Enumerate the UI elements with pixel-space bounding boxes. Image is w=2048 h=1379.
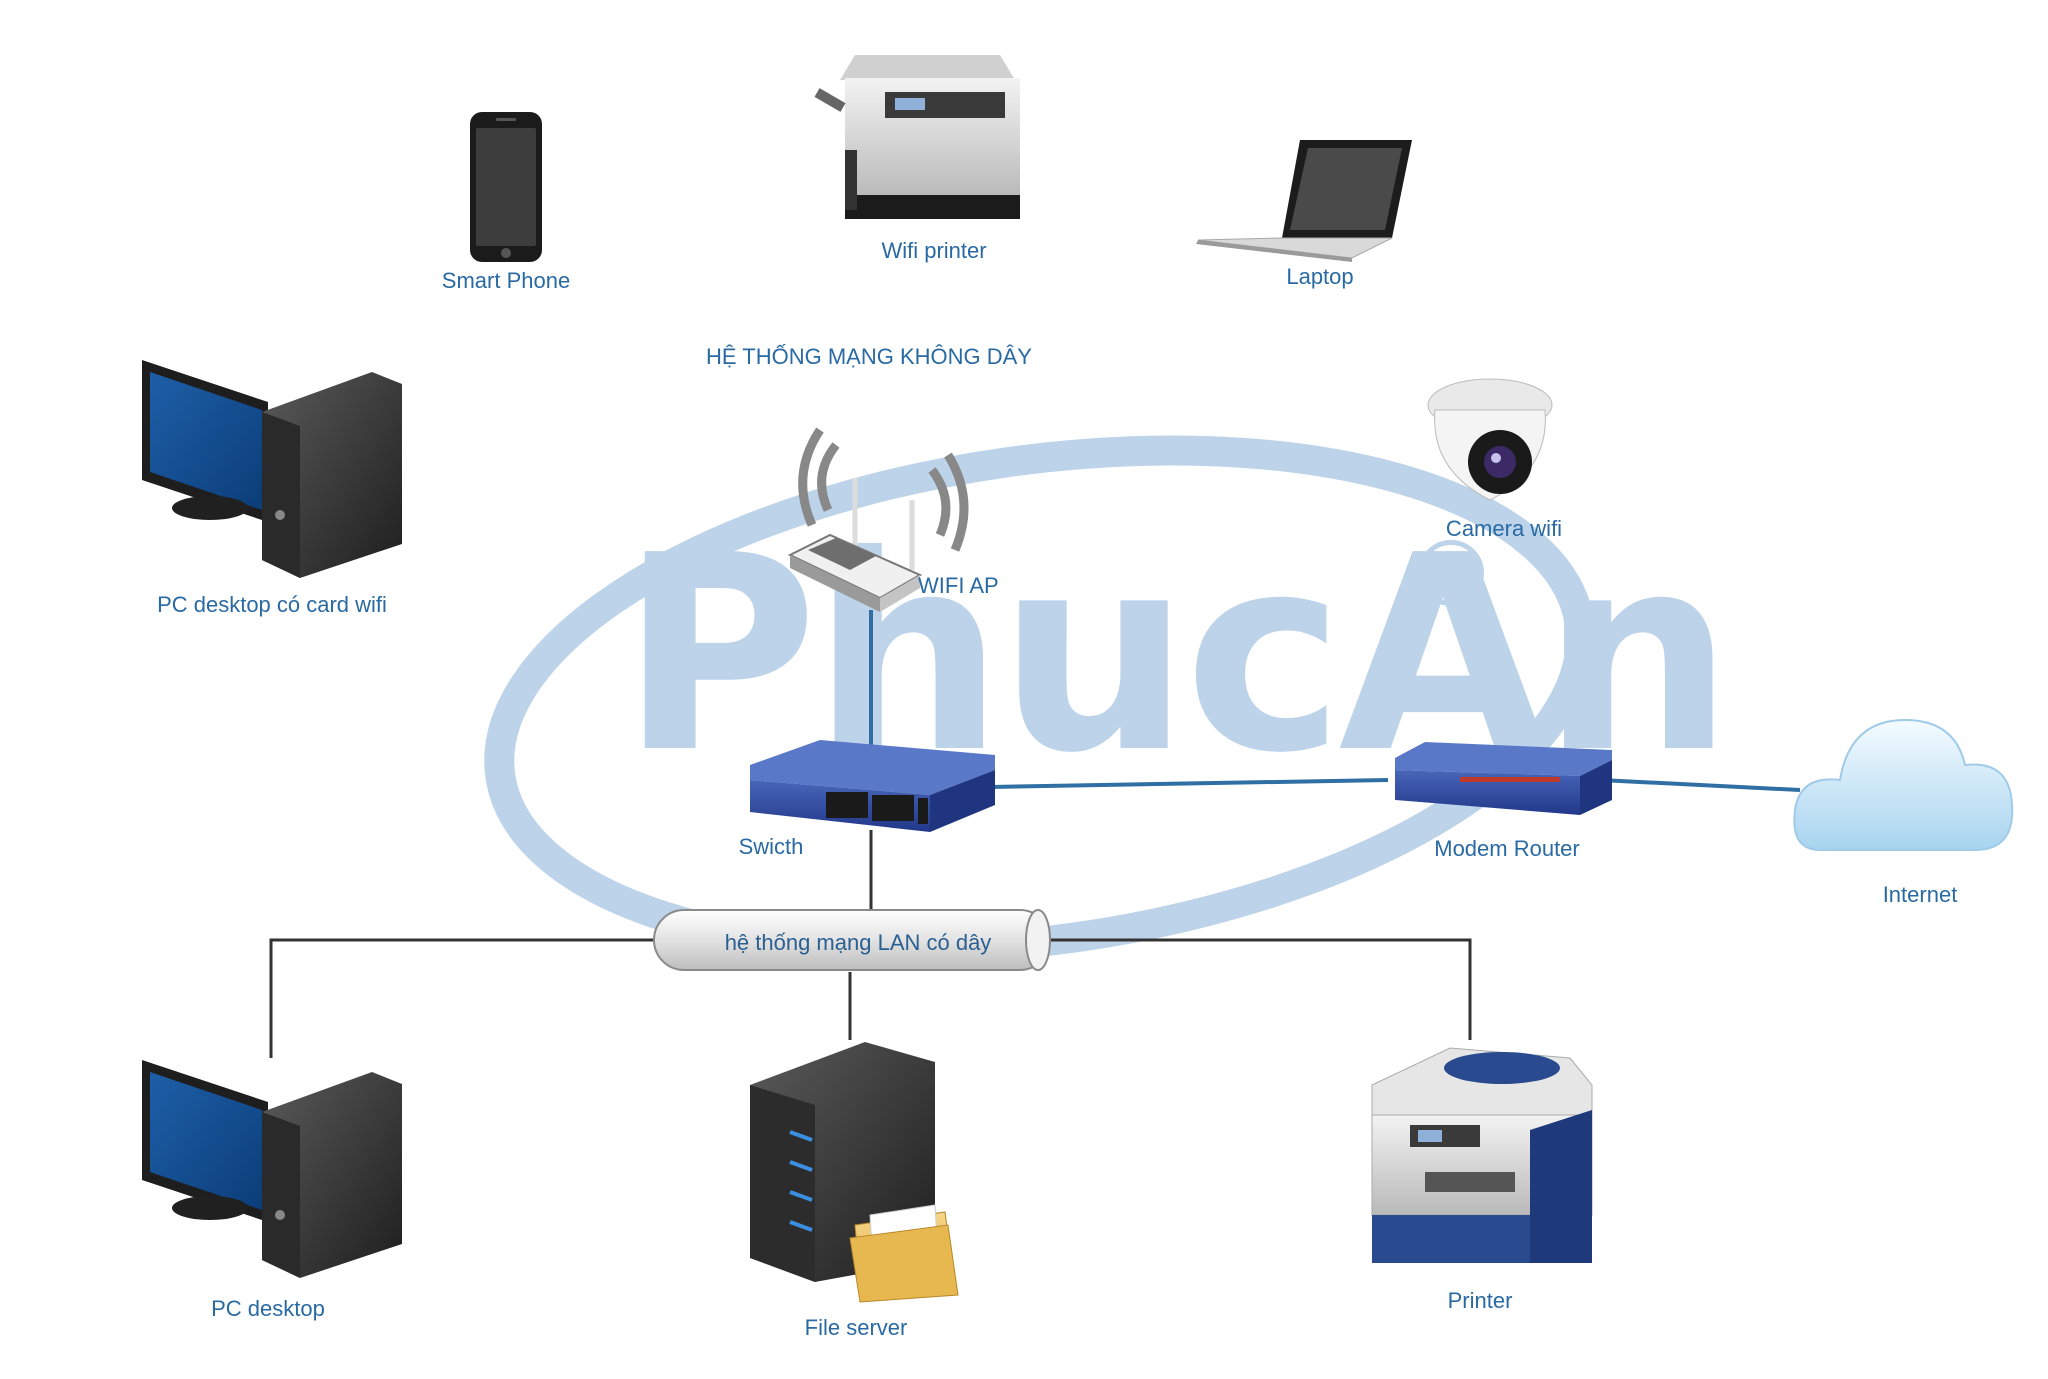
printer-icon bbox=[1371, 1047, 1593, 1263]
label-wifi-printer: Wifi printer bbox=[881, 238, 987, 263]
label-camera: Camera wifi bbox=[1445, 516, 1563, 541]
switch-icon bbox=[750, 740, 995, 832]
label-printer: Printer bbox=[1447, 1288, 1513, 1313]
desktop-pc-icon bbox=[142, 1060, 402, 1278]
lan-pipe-label: hệ thống mạng LAN có dây bbox=[724, 930, 992, 955]
cloud-icon bbox=[1793, 718, 2014, 851]
lan-pipe bbox=[653, 909, 1051, 971]
camera-icon bbox=[1427, 378, 1553, 501]
label-internet: Internet bbox=[1882, 882, 1958, 907]
lan-printer-link bbox=[1050, 938, 1472, 1040]
modem-internet-link bbox=[1599, 778, 1801, 792]
label-pc-wifi: PC desktop có card wifi bbox=[157, 592, 387, 617]
label-file-server: File server bbox=[804, 1315, 908, 1340]
wifi-router-icon bbox=[787, 427, 969, 612]
switch-modem-link bbox=[989, 778, 1389, 789]
label-smart-phone: Smart Phone bbox=[441, 268, 571, 293]
watermark-ellipse bbox=[484, 435, 1596, 965]
label-pc-desktop: PC desktop bbox=[211, 1296, 325, 1321]
label-laptop: Laptop bbox=[1286, 264, 1354, 289]
printer-icon bbox=[814, 55, 1020, 219]
label-switch: Swicth bbox=[738, 834, 804, 859]
laptop-icon bbox=[1196, 140, 1412, 262]
connections bbox=[269, 610, 1801, 1058]
registered-mark: ® bbox=[1418, 540, 1484, 606]
desktop-pc-icon bbox=[142, 360, 402, 578]
wireless-network-title: HỆ THỐNG MẠNG KHÔNG DÂY bbox=[706, 344, 1032, 369]
label-wifi-ap: WIFI AP bbox=[918, 573, 999, 598]
label-modem: Modem Router bbox=[1434, 836, 1580, 861]
lan-pc-link bbox=[269, 938, 660, 1058]
smartphone-icon bbox=[470, 112, 542, 262]
modem-router-icon bbox=[1395, 742, 1612, 815]
folder-icon bbox=[849, 1204, 959, 1303]
